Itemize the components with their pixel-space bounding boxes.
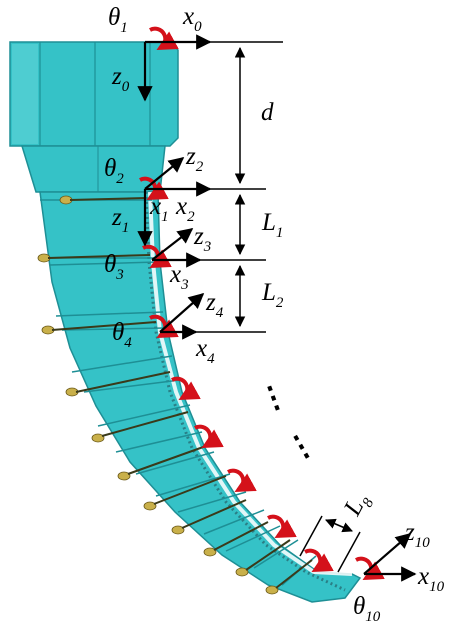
svg-text:z10: z10: [404, 519, 430, 551]
label-x1: x1: [149, 193, 169, 225]
label-z1: z1: [111, 204, 129, 236]
svg-text:θ2: θ2: [104, 155, 124, 187]
rotation-arrows: [139, 26, 385, 580]
label-L1: L1: [261, 209, 283, 241]
svg-text:x1: x1: [149, 193, 169, 225]
label-z10: z10: [404, 519, 430, 551]
label-theta1: θ1: [108, 4, 128, 36]
label-x0: x0: [182, 3, 202, 35]
svg-text:z2: z2: [185, 143, 204, 175]
label-x10: x10: [417, 563, 445, 595]
label-x3: x3: [169, 261, 189, 293]
label-z0: z0: [111, 63, 130, 95]
label-L8: L8: [338, 488, 377, 523]
svg-text:L2: L2: [261, 279, 284, 311]
label-theta10: θ10: [353, 593, 381, 625]
svg-text:d: d: [261, 99, 274, 126]
frame-4-axes: [159, 292, 205, 340]
label-theta3: θ3: [104, 251, 124, 283]
svg-text:x2: x2: [175, 193, 195, 225]
label-theta4: θ4: [112, 319, 132, 351]
svg-text:θ10: θ10: [353, 593, 381, 625]
svg-text:⋮: ⋮: [254, 377, 293, 418]
svg-text:z3: z3: [193, 223, 211, 255]
svg-text:x0: x0: [182, 3, 202, 35]
svg-text:x4: x4: [195, 335, 215, 367]
frame-1-2-axes: [137, 157, 212, 247]
svg-text:x10: x10: [417, 563, 445, 595]
frame-10-axes: [363, 532, 417, 582]
svg-text:⋮: ⋮: [280, 425, 322, 469]
label-x2: x2: [175, 193, 195, 225]
frame-0-axes: [137, 34, 212, 102]
svg-text:z1: z1: [111, 204, 129, 236]
svg-text:L1: L1: [261, 209, 283, 241]
svg-text:x3: x3: [169, 261, 189, 293]
svg-text:z0: z0: [111, 63, 130, 95]
segmented-body: [37, 191, 362, 603]
ellipsis-marks: ⋮ ⋮: [254, 377, 323, 468]
frame-3-axes: [151, 228, 202, 268]
base-neck: [20, 145, 166, 193]
label-L2: L2: [261, 279, 284, 311]
label-x4: x4: [195, 335, 215, 367]
label-z3: z3: [193, 223, 211, 255]
label-z4: z4: [205, 289, 224, 321]
label-z2: z2: [185, 143, 204, 175]
dimension-lines: [190, 41, 283, 333]
base-block: [9, 41, 179, 147]
svg-text:θ1: θ1: [108, 4, 128, 36]
svg-text:θ4: θ4: [112, 319, 132, 351]
label-d: d: [261, 99, 274, 126]
l8-dimension: [299, 515, 361, 573]
label-theta2: θ2: [104, 155, 124, 187]
svg-text:θ3: θ3: [104, 251, 124, 283]
svg-text:z4: z4: [205, 289, 224, 321]
svg-text:L8: L8: [338, 488, 377, 523]
